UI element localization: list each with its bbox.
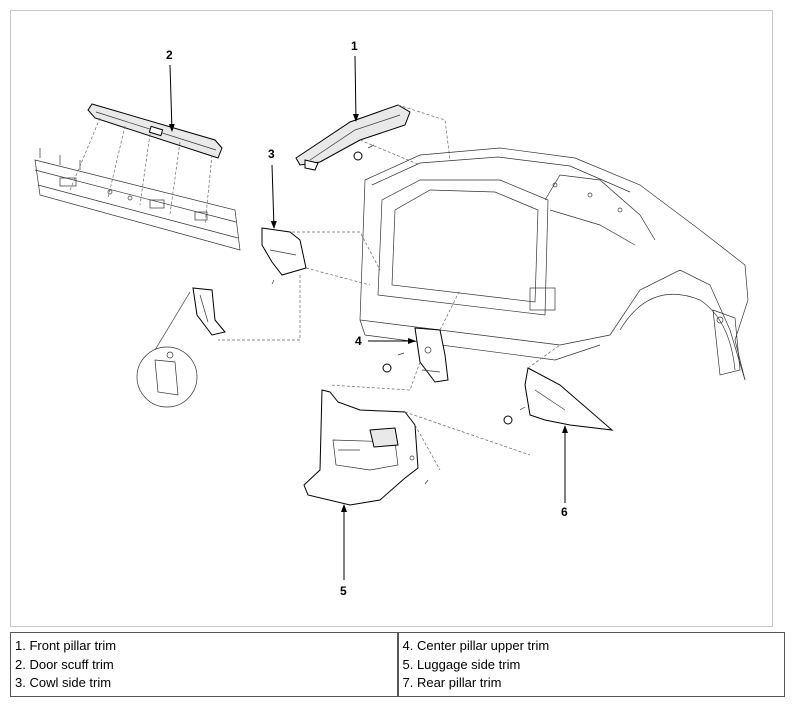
legend-item-rear-pillar-trim: 7. Rear pillar trim <box>402 675 502 690</box>
callout-1: 1 <box>351 39 359 122</box>
legend-item-front-pillar-trim: 1. Front pillar trim <box>15 638 117 653</box>
parts-legend-table: 1. Front pillar trim 2. Door scuff trim … <box>10 632 785 697</box>
cowl-detail <box>136 287 226 408</box>
left-sill-panel <box>34 148 241 251</box>
pillar-dash-leaders <box>359 104 451 166</box>
legend-item-luggage-side-trim: 5. Luggage side trim <box>402 656 521 672</box>
legend-item-center-pillar-upper-trim: 4. Center pillar upper trim <box>402 638 550 653</box>
svg-text:3: 3 <box>268 147 275 161</box>
svg-text:1: 1 <box>351 39 358 53</box>
center-dash-leaders <box>329 289 461 391</box>
callout-3: 3 <box>268 147 277 229</box>
cowl-side-trim <box>261 227 307 285</box>
svg-text:2: 2 <box>166 48 173 62</box>
legend-column-right: 4. Center pillar upper trim 5. Luggage s… <box>396 633 785 696</box>
callout-6: 6 <box>561 425 568 519</box>
front-pillar-trim <box>295 104 411 171</box>
rear-pillar-trim <box>503 367 614 431</box>
cowl-dash-leaders <box>218 231 381 341</box>
callout-2: 2 <box>166 48 175 132</box>
luggage-dash-leaders <box>404 411 531 471</box>
legend-column-left: 1. Front pillar trim 2. Door scuff trim … <box>11 633 397 696</box>
legend-item-door-scuff-trim: 2. Door scuff trim <box>15 656 114 672</box>
scuff-dash-leaders <box>69 117 213 226</box>
rear-dash-leaders <box>527 344 561 369</box>
exploded-trim-diagram: 1 2 3 4 5 6 <box>34 39 749 598</box>
car-body-structure <box>359 147 749 381</box>
callout-5: 5 <box>340 504 347 598</box>
svg-text:4: 4 <box>355 334 362 348</box>
svg-text:5: 5 <box>340 584 347 598</box>
legend-item-cowl-side-trim: 3. Cowl side trim <box>15 675 112 690</box>
luggage-side-trim <box>303 389 429 506</box>
callout-4: 4 <box>355 334 416 348</box>
svg-text:6: 6 <box>561 505 568 519</box>
door-scuff-trim <box>87 103 223 159</box>
